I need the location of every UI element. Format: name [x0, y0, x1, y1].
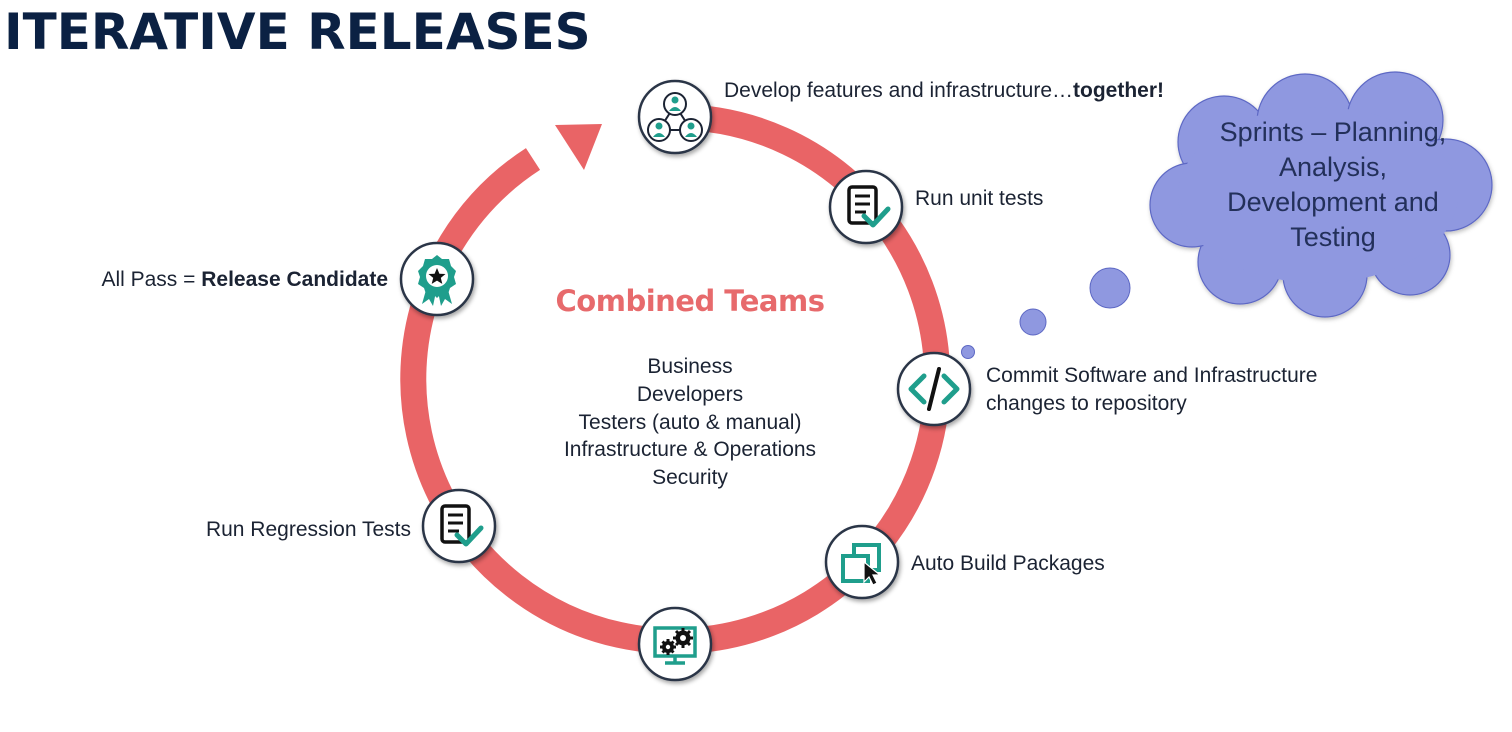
checklist-icon: [421, 488, 497, 564]
step-label-develop: Develop features and infrastructure…toge…: [724, 79, 1165, 102]
cloud-line: Development and: [1227, 187, 1439, 217]
team-item: Developers: [636, 382, 744, 406]
team-network-icon: [637, 79, 713, 155]
thought-cloud-text: Sprints – Planning, Analysis, Developmen…: [1196, 115, 1470, 255]
team-item: Business: [647, 355, 733, 378]
step-label-unit-tests: Run unit tests: [915, 187, 1044, 210]
slide-title: ITERATIVE RELEASES: [4, 3, 591, 61]
code-icon: [896, 351, 972, 427]
thought-bubble-medium: [1019, 308, 1047, 336]
step-label-commit: Commit Software and Infrastructure chang…: [986, 364, 1318, 415]
team-item: Testers (auto & manual): [578, 410, 802, 434]
step-label-auto-build: Auto Build Packages: [911, 552, 1105, 575]
cloud-line: Analysis,: [1278, 152, 1388, 182]
monitor-gears-icon: [637, 606, 713, 682]
team-item: Security: [652, 466, 728, 490]
build-package-icon: [824, 524, 900, 600]
cloud-line: Testing: [1290, 222, 1376, 252]
thought-bubble-small: [961, 345, 975, 359]
thought-cloud: [1149, 71, 1493, 318]
checklist-icon: [828, 169, 904, 245]
center-title: Combined Teams: [555, 284, 825, 318]
cloud-line: Sprints – Planning,: [1219, 117, 1447, 147]
team-item: Infrastructure & Operations: [563, 438, 817, 462]
award-ribbon-icon: [399, 241, 475, 317]
thought-bubble-large: [1089, 267, 1131, 309]
step-label-regression: Run Regression Tests: [205, 518, 411, 541]
cycle-arrowhead: [555, 124, 602, 170]
step-label-release-candidate: All Pass = Release Candidate: [101, 268, 388, 291]
team-list: Business Developers Testers (auto & manu…: [490, 353, 890, 492]
